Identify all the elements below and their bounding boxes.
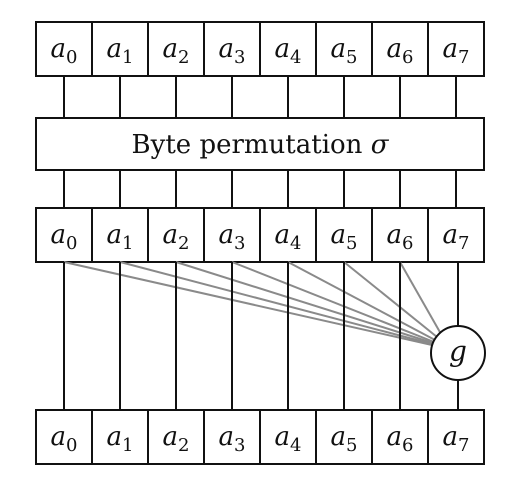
sigma-symbol: σ xyxy=(371,130,390,160)
middle-cell-a7: a7 xyxy=(443,220,470,254)
bottom-cell-a4: a4 xyxy=(275,422,302,456)
top-cell-a5: a5 xyxy=(331,34,358,68)
permutation-box: Byte permutation σ xyxy=(35,117,485,171)
fan-line-a3 xyxy=(231,261,435,343)
g-function-node: g xyxy=(430,325,486,381)
bottom-cell-a5: a5 xyxy=(331,422,358,456)
fan-line-a4 xyxy=(287,261,436,341)
middle-cell-a4: a4 xyxy=(275,220,302,254)
top-cell-a4: a4 xyxy=(275,34,302,68)
bottom-cell-a7: a7 xyxy=(443,422,470,456)
permutation-label: Byte permutation σ xyxy=(132,130,390,160)
g-circle xyxy=(430,325,486,381)
middle-cell-a1: a1 xyxy=(107,220,134,254)
wires-middle-to-bottom xyxy=(63,262,459,410)
middle-cell-a3: a3 xyxy=(219,220,246,254)
top-cell-a7: a7 xyxy=(443,34,470,68)
fan-line-a1 xyxy=(119,261,433,345)
middle-cell-a6: a6 xyxy=(387,220,414,254)
bottom-cell-a2: a2 xyxy=(163,422,190,456)
fan-line-a0 xyxy=(63,261,433,346)
top-byte-row: a0 a1 a2 a3 a4 a5 a6 a7 xyxy=(35,21,485,77)
fan-line-a6 xyxy=(399,261,442,335)
wires-top-to-permutation xyxy=(63,76,457,118)
bottom-cell-a0: a0 xyxy=(51,422,78,456)
top-cell-a6: a6 xyxy=(387,34,414,68)
middle-cell-a2: a2 xyxy=(163,220,190,254)
bottom-cell-a1: a1 xyxy=(107,422,134,456)
fan-line-a2 xyxy=(175,261,434,344)
g-label: g xyxy=(449,335,467,368)
middle-cell-a5: a5 xyxy=(331,220,358,254)
top-cell-a0: a0 xyxy=(51,34,78,68)
wires-permutation-to-middle xyxy=(63,170,457,208)
fan-line-a5 xyxy=(343,261,438,338)
top-cell-a2: a2 xyxy=(163,34,190,68)
middle-byte-row: a0 a1 a2 a3 a4 a5 a6 a7 xyxy=(35,207,485,263)
bottom-byte-row: a0 a1 a2 a3 a4 a5 a6 a7 xyxy=(35,409,485,465)
middle-cell-a0: a0 xyxy=(51,220,78,254)
bottom-cell-a6: a6 xyxy=(387,422,414,456)
top-cell-a3: a3 xyxy=(219,34,246,68)
top-cell-a1: a1 xyxy=(107,34,134,68)
bottom-cell-a3: a3 xyxy=(219,422,246,456)
